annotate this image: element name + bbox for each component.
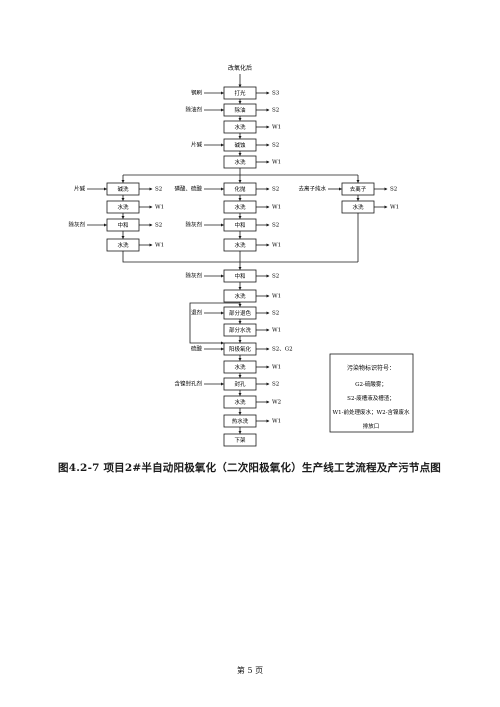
process-box-c3	[223, 306, 257, 320]
process-label: 水洗	[352, 203, 364, 211]
process-label: 下架	[234, 437, 246, 444]
output-label-m2: W1	[272, 205, 281, 211]
input-label-s2: 除油剂	[185, 106, 202, 114]
flow-bypass	[189, 302, 240, 345]
process-label: 碱洗	[117, 185, 129, 193]
legend-line: S2-废槽液及槽渣；	[347, 394, 395, 402]
process-box-l2	[106, 200, 140, 214]
process-label: 水洗	[234, 203, 246, 211]
output-label-m4: W1	[272, 243, 281, 249]
process-box-c5	[223, 342, 257, 356]
legend: 污染物标识符号： G2-硫酸雾； S2-废槽液及槽渣； W1-前处理废水；W2-…	[329, 353, 414, 433]
flow-source: 改氧化后	[228, 64, 252, 72]
process-label: 水洗	[117, 241, 129, 249]
output-label-c9: W1	[272, 419, 281, 425]
process-label: 水洗	[234, 363, 246, 371]
output-label-c5: S2、G2	[272, 347, 293, 353]
output-label-r2: W1	[390, 205, 399, 211]
process-label: 去离子	[350, 185, 367, 193]
process-box-c6	[223, 360, 257, 374]
input-label-c5: 硫酸	[191, 345, 203, 353]
process-box-m2	[223, 200, 257, 214]
input-label-l3: 除灰剂	[68, 221, 85, 229]
process-label: 水洗	[234, 158, 246, 166]
output-label-c2: W1	[272, 294, 281, 300]
figure-caption: 图4.2-7 项目2#半自动阳极氧化（二次阳极氧化）生产线工艺流程及产污节点图	[58, 462, 441, 474]
output-label-s5: W1	[272, 160, 281, 166]
process-box-c1	[223, 269, 257, 283]
output-label-m3: S2	[272, 223, 279, 229]
output-label-l1: S2	[155, 187, 162, 193]
process-box-l1	[106, 182, 140, 196]
output-label-c8: W2	[272, 400, 281, 406]
output-label-c4: W1	[272, 328, 281, 334]
output-label-c3: S2	[272, 311, 279, 317]
process-label: 部分水洗	[229, 326, 252, 334]
input-label-s1: 钢刷	[191, 89, 203, 97]
output-label-l3: S2	[155, 223, 162, 229]
input-label-s4: 片碱	[191, 141, 203, 149]
output-label-l2: W1	[155, 205, 164, 211]
process-box-r2	[341, 200, 375, 214]
legend-line: G2-硫酸雾；	[355, 380, 387, 388]
process-label: 水洗	[234, 398, 246, 406]
process-label: 中和	[234, 221, 245, 229]
process-box-s3	[223, 120, 257, 134]
input-label-l1: 片碱	[74, 185, 86, 193]
output-label-r1: S2	[390, 187, 397, 193]
output-label-c1: S2	[272, 274, 279, 280]
process-label: 热水洗	[232, 417, 249, 425]
output-label-s4: S2	[272, 143, 279, 149]
output-label-s1: S3	[272, 91, 280, 97]
process-box-r1	[341, 182, 375, 196]
process-label: 阳极氧化	[229, 345, 252, 353]
input-label-c1: 除灰剂	[185, 272, 202, 280]
process-box-s5	[223, 155, 257, 169]
process-label: 除油	[234, 106, 246, 114]
process-box-m4	[223, 238, 257, 252]
process-box-s2	[223, 103, 257, 117]
process-label: 封孔	[234, 380, 246, 388]
process-box-l4	[106, 238, 140, 252]
process-label: 中和	[117, 221, 128, 229]
process-box-m3	[223, 218, 257, 232]
process-box-m1	[223, 182, 257, 196]
process-box-l3	[106, 218, 140, 232]
output-label-c6: W1	[272, 365, 281, 371]
input-label-c3: 退剂	[191, 309, 203, 317]
process-box-c2	[223, 289, 257, 303]
output-label-m1: S2	[272, 187, 279, 193]
process-box-c9	[223, 414, 257, 428]
process-label: 部分退色	[229, 309, 252, 317]
process-label: 水洗	[117, 203, 129, 211]
process-box-s4	[223, 138, 257, 152]
input-label-m1: 磷酸、硫酸	[174, 185, 202, 193]
page-number: 第 5 页	[236, 666, 264, 675]
process-box-s1	[223, 86, 257, 100]
input-label-c7: 含镍封孔剂	[174, 380, 202, 388]
output-label-l4: W1	[155, 243, 164, 249]
process-label: 化抛	[234, 185, 246, 193]
process-label: 水洗	[234, 241, 246, 249]
legend-line: W1-前处理废水；W2-含镍废水	[332, 408, 410, 416]
input-label-r1: 去离子纯水	[298, 185, 326, 193]
output-label-s3: W1	[272, 125, 281, 131]
process-box-end	[223, 433, 257, 447]
process-label: 碱蚀	[234, 141, 246, 149]
process-label: 水洗	[234, 123, 246, 131]
flow-line	[122, 251, 358, 263]
process-label: 中和	[234, 272, 245, 280]
input-label-m3: 除灰剂	[185, 221, 202, 229]
legend-title: 污染物标识符号：	[347, 364, 395, 372]
process-label: 打光	[234, 89, 246, 97]
output-label-s2: S2	[272, 108, 279, 114]
process-box-c4	[223, 323, 257, 337]
process-box-c7	[223, 377, 257, 391]
process-box-c8	[223, 395, 257, 409]
legend-line: 排放口	[363, 422, 380, 430]
process-label: 水洗	[234, 292, 246, 300]
output-label-c7: S2	[272, 382, 279, 388]
